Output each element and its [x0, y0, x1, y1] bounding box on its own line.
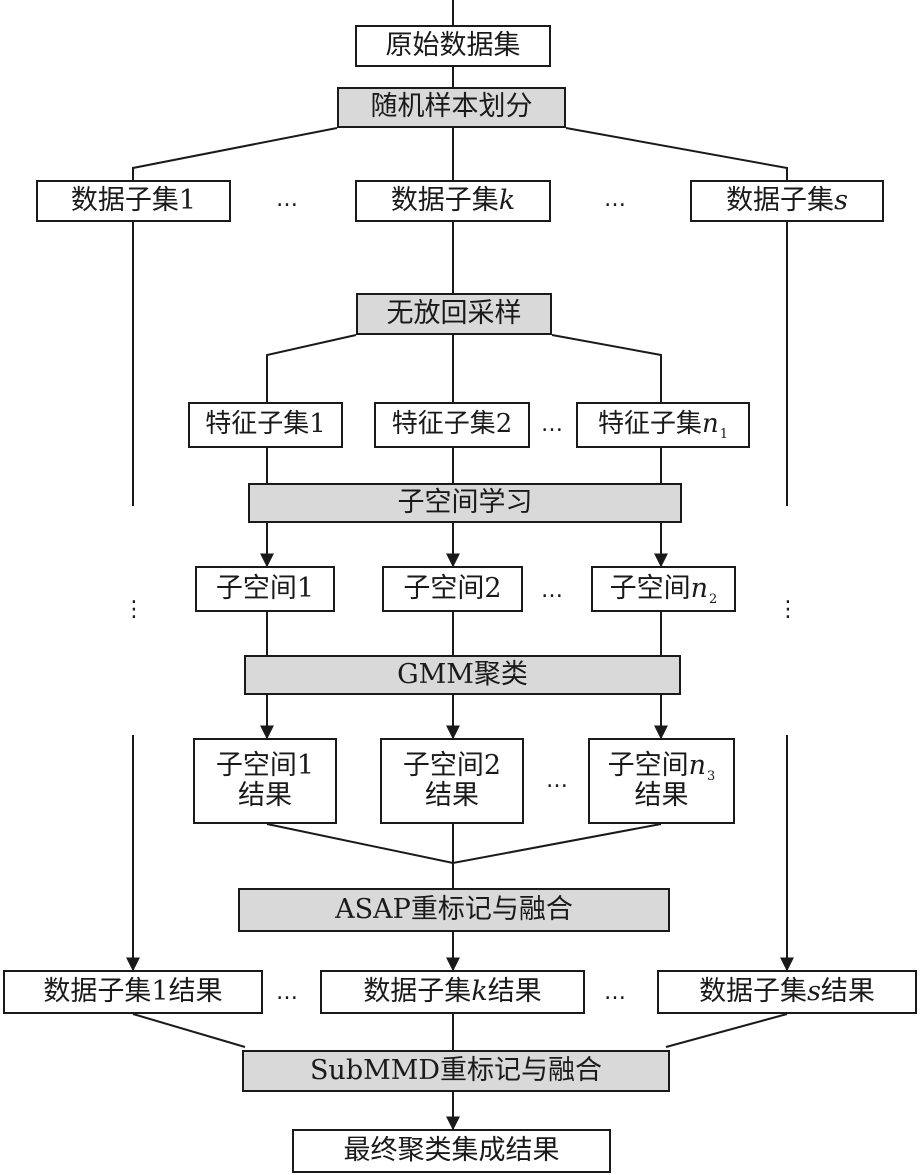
feature-subset-n1-var: n — [701, 409, 719, 440]
data-subset-s-var: s — [834, 184, 848, 216]
subspace-n3-result-var: n — [688, 749, 707, 781]
ellipsis: … — [276, 980, 298, 1005]
connector — [266, 334, 357, 402]
subspace-n2-box: 子空间n2 — [591, 566, 736, 612]
connector — [266, 823, 662, 865]
data-subset-k-box: 数据子集k — [355, 180, 551, 222]
vertical-ellipsis: ⋮ — [123, 597, 145, 622]
subspace-n2-var: n — [690, 572, 709, 604]
subspace-n3-result-box: 子空间n3 结果 — [588, 738, 735, 824]
data-subset-s-result-box: 数据子集s结果 — [657, 970, 917, 1014]
subspace-n3-result-line2: 结果 — [634, 780, 689, 811]
data-subset-s-result-pre: 数据子集 — [699, 975, 808, 1007]
feature-subset-n1-sub: 1 — [719, 427, 729, 443]
ellipsis: … — [541, 412, 563, 437]
subspace-n3-result-label: 子空间 — [607, 749, 689, 781]
ellipsis: … — [276, 187, 298, 212]
asap-relabel-fusion-box: ASAP重标记与融合 — [238, 888, 670, 932]
data-subset-1-result-box: 数据子集1结果 — [3, 970, 263, 1014]
subspace-1-result-line1: 子空间1 — [215, 749, 315, 781]
connector — [132, 127, 338, 180]
data-subset-s-result-post: 结果 — [820, 975, 875, 1007]
connector — [132, 1013, 246, 1048]
final-ensemble-result-box: 最终聚类集成结果 — [292, 1129, 611, 1173]
gmm-clustering-box: GMM聚类 — [244, 655, 681, 695]
data-subset-k-label: 数据子集 — [390, 184, 499, 216]
subspace-learning-box: 子空间学习 — [248, 483, 682, 523]
ellipsis: … — [541, 578, 563, 603]
connector — [565, 127, 788, 180]
subspace-1-box: 子空间1 — [195, 566, 335, 612]
submmd-relabel-fusion-box: SubMMD重标记与融合 — [242, 1050, 670, 1092]
subspace-1-result-box: 子空间1 结果 — [193, 738, 337, 824]
data-subset-k-result-box: 数据子集k结果 — [320, 970, 585, 1014]
data-subset-s-box: 数据子集s — [690, 180, 884, 222]
data-subset-k-result-pre: 数据子集 — [363, 975, 472, 1007]
data-subset-1-box: 数据子集1 — [36, 180, 231, 222]
subspace-n3-result-sub: 3 — [707, 768, 716, 784]
feature-subset-n1-label: 特征子集 — [597, 409, 702, 440]
ellipsis: … — [604, 980, 626, 1005]
data-subset-k-result-post: 结果 — [487, 975, 542, 1007]
ellipsis: … — [546, 768, 568, 793]
data-subset-k-result-var: k — [471, 975, 488, 1007]
original-dataset-box: 原始数据集 — [355, 25, 551, 67]
data-subset-s-label: 数据子集 — [726, 184, 835, 216]
data-subset-s-result-var: s — [807, 975, 821, 1007]
subspace-2-result-box: 子空间2 结果 — [380, 738, 524, 824]
connector — [551, 334, 662, 402]
subspace-n2-label: 子空间 — [609, 572, 691, 604]
subspace-n2-sub: 2 — [709, 591, 718, 607]
sampling-without-replacement-box: 无放回采样 — [356, 293, 552, 335]
feature-subset-n1-box: 特征子集n1 — [576, 402, 750, 448]
connector — [665, 1013, 788, 1048]
ellipsis: … — [604, 187, 626, 212]
subspace-2-result-line2: 结果 — [425, 780, 479, 811]
subspace-2-box: 子空间2 — [382, 566, 523, 612]
subspace-2-result-line1: 子空间2 — [402, 749, 502, 781]
data-subset-k-var: k — [498, 184, 516, 216]
random-sample-split-box: 随机样本划分 — [337, 87, 566, 128]
feature-subset-1-box: 特征子集1 — [188, 402, 343, 448]
feature-subset-2-box: 特征子集2 — [374, 402, 530, 448]
vertical-ellipsis: ⋮ — [777, 597, 799, 622]
subspace-1-result-line2: 结果 — [238, 780, 292, 811]
